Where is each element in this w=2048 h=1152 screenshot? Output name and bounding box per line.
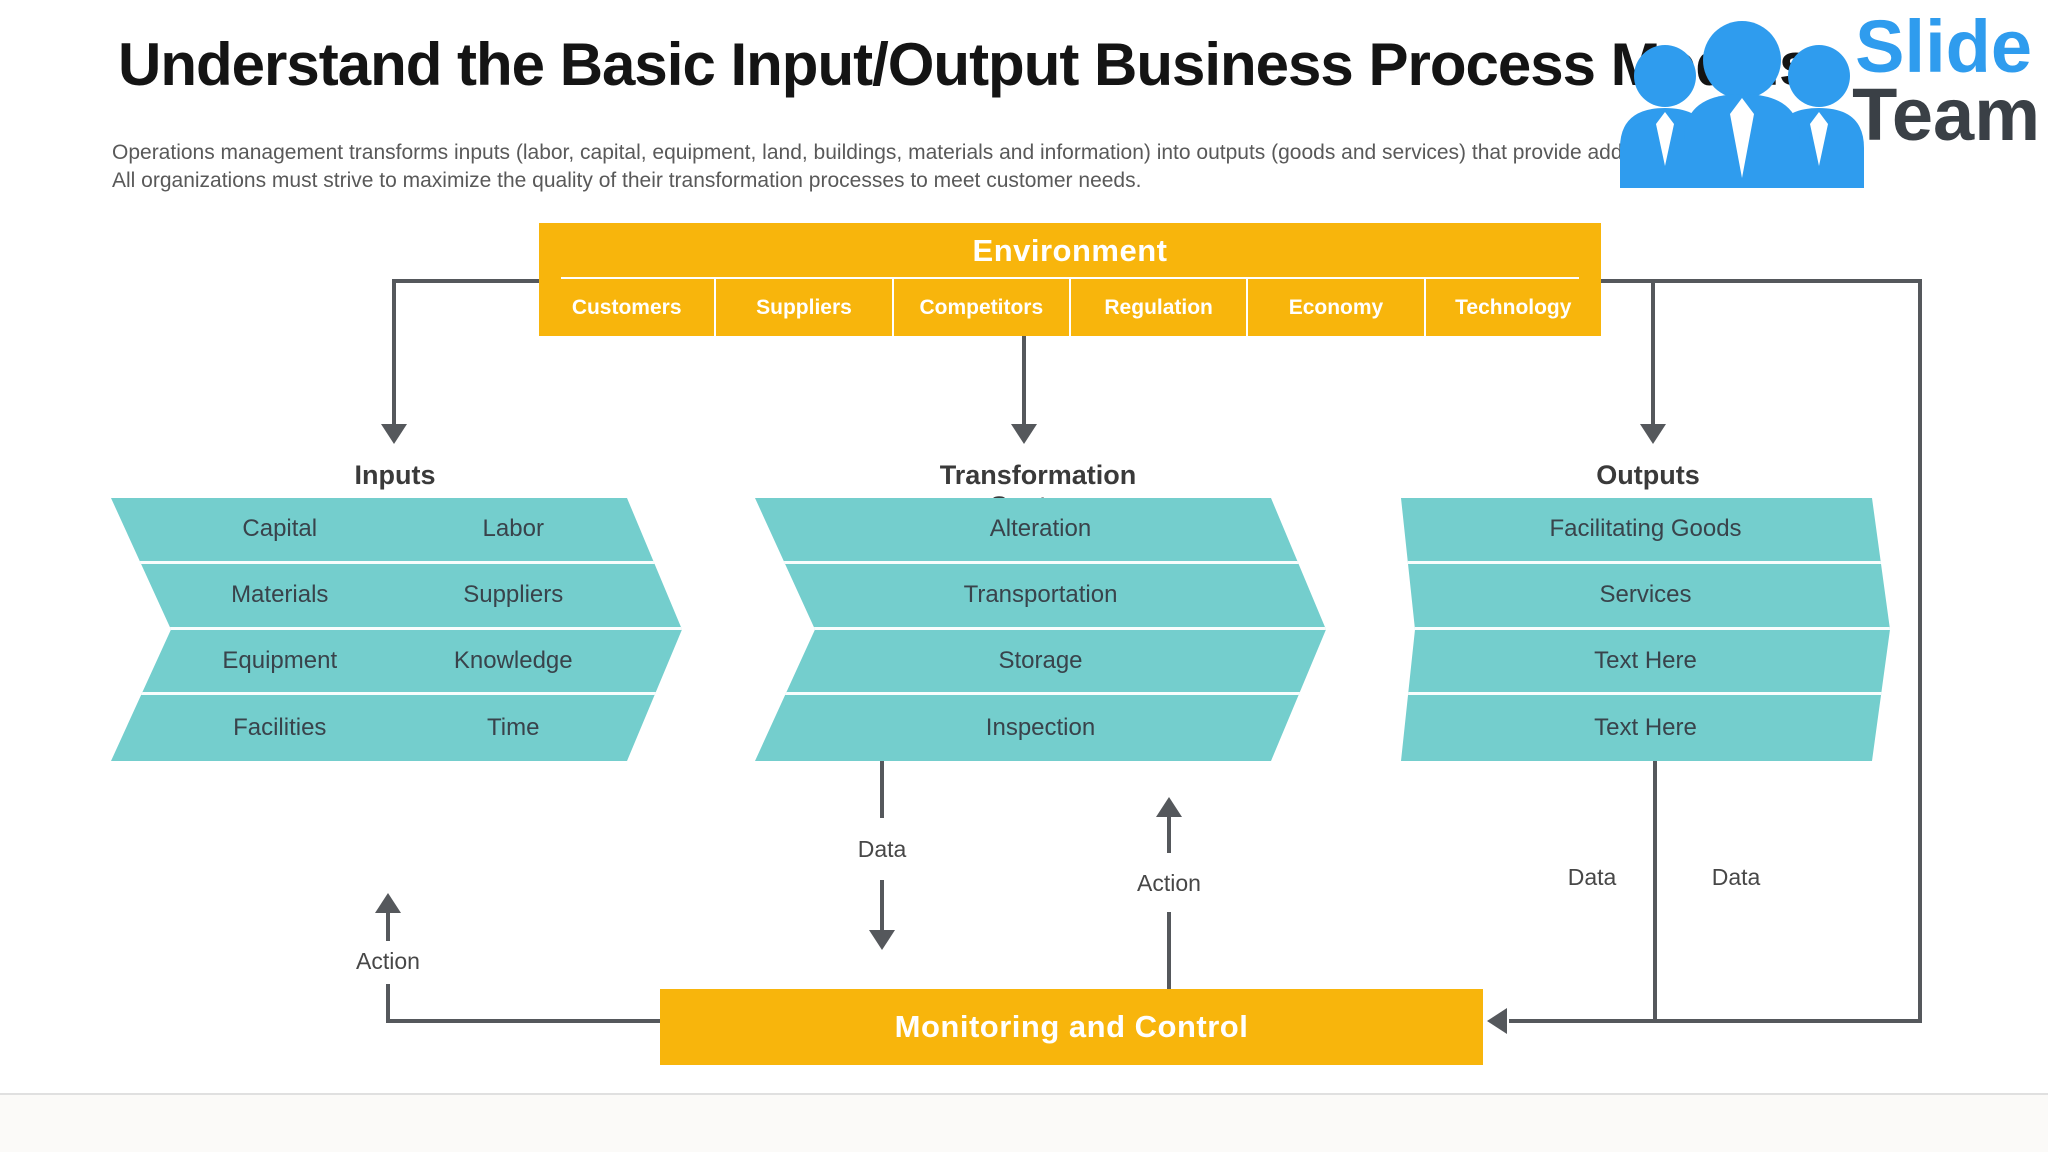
environment-segment: Technology	[1423, 279, 1601, 336]
inputs-cell: Materials	[231, 581, 329, 609]
connector-env-to-outputs	[1601, 279, 1922, 283]
action-label: Action	[1137, 870, 1201, 896]
environment-segment: Economy	[1246, 279, 1423, 336]
inputs-cell: Suppliers	[463, 581, 564, 609]
transformation-row: Storage	[755, 630, 1326, 696]
inputs-row: Materials Suppliers	[111, 564, 682, 630]
connector-monitoring-action-left	[386, 913, 390, 941]
environment-title: Environment	[972, 233, 1168, 268]
outputs-chevron: Facilitating Goods Services Text Here Te…	[1401, 498, 1890, 761]
outputs-row: Text Here	[1401, 630, 1890, 696]
connector-transformation-data	[880, 760, 884, 818]
data-label: Data	[1567, 864, 1617, 890]
action-label: Action	[356, 948, 420, 974]
connector-env-to-outputs	[1651, 279, 1655, 424]
subtitle-line: Operations management transforms inputs …	[112, 141, 1834, 164]
inputs-row: Equipment Knowledge	[111, 630, 682, 696]
arrow-down-icon	[1640, 424, 1666, 444]
environment-banner: Environment Customers Suppliers Competit…	[539, 223, 1601, 336]
transformation-row: Transportation	[755, 564, 1326, 630]
outputs-heading: Outputs	[1596, 460, 1700, 490]
outputs-row: Text Here	[1594, 714, 1697, 742]
environment-segment: Regulation	[1068, 279, 1246, 336]
inputs-cell: Time	[487, 714, 540, 742]
transformation-chevron: Alteration Transportation Storage Inspec…	[755, 498, 1326, 761]
footer-divider	[0, 1093, 2048, 1095]
inputs-cell: Capital	[242, 515, 318, 543]
inputs-chevron: Capital Labor Materials Suppliers Equipm…	[111, 498, 682, 761]
outputs-row: Services	[1401, 564, 1890, 630]
connector-monitoring-action	[1167, 817, 1171, 853]
connector-env-to-transformation	[1022, 336, 1026, 424]
connector-env-to-inputs	[392, 279, 396, 424]
slide-subtitle: Operations management transforms inputs …	[112, 139, 1834, 195]
connector-monitoring-action-left	[386, 1019, 660, 1023]
transformation-row: Alteration	[755, 498, 1326, 564]
arrow-up-icon	[1156, 797, 1182, 817]
footer-band	[0, 1095, 2048, 1152]
monitoring-banner: Monitoring and Control	[660, 989, 1483, 1065]
arrow-down-icon	[1011, 424, 1037, 444]
people-icon	[1620, 21, 1864, 188]
inputs-row: Facilities Time	[111, 695, 682, 761]
arrow-down-icon	[381, 424, 407, 444]
inputs-cell: Labor	[482, 515, 544, 543]
arrow-up-icon	[375, 893, 401, 913]
inputs-cell: Equipment	[222, 646, 338, 674]
connector-env-to-monitoring	[1918, 279, 1922, 1023]
environment-segment: Customers	[571, 295, 682, 319]
subtitle-line: All organizations must strive to maximiz…	[112, 169, 1142, 192]
logo-word-slide: Slide	[1855, 5, 2032, 88]
data-label: Data	[857, 836, 907, 862]
inputs-row: Capital Labor	[111, 498, 682, 564]
environment-divider	[561, 277, 1579, 279]
connector-transformation-data	[880, 880, 884, 930]
connector-outputs-data	[1653, 760, 1657, 1023]
data-label: Data	[1711, 864, 1761, 890]
outputs-row: Facilitating Goods	[1401, 498, 1890, 564]
arrow-left-icon	[1487, 1008, 1507, 1034]
connector-data-to-monitoring	[1509, 1019, 1922, 1023]
logo-word-team: Team	[1852, 73, 2040, 156]
environment-segment: Competitors	[891, 279, 1069, 336]
connector-env-to-inputs	[392, 279, 539, 283]
transformation-row: Inspection	[985, 714, 1096, 742]
environment-segment: Suppliers	[714, 279, 891, 336]
environment-segments: Customers Suppliers Competitors Regulati…	[539, 279, 1601, 336]
inputs-cell: Knowledge	[453, 646, 573, 674]
slideteam-logo: Slide Team	[1602, 5, 2042, 192]
slide-title: Understand the Basic Input/Output Busine…	[118, 31, 1812, 98]
connector-monitoring-action	[1167, 912, 1171, 989]
connector-monitoring-action-left	[386, 984, 390, 1023]
arrow-down-icon	[869, 930, 895, 950]
inputs-heading: Inputs	[354, 460, 436, 490]
inputs-cell: Facilities	[233, 714, 327, 742]
